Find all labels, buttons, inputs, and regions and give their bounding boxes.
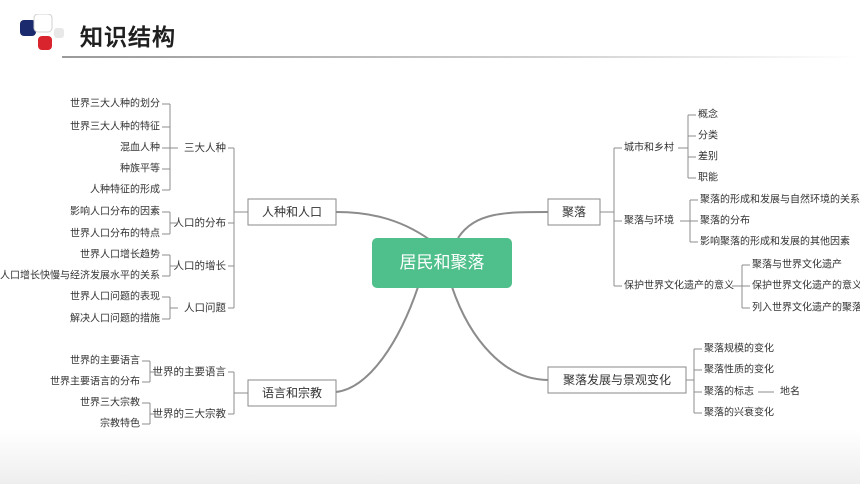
leaf-item: 聚落规模的变化 bbox=[704, 342, 774, 355]
leaf-item: 世界人口增长趋势 bbox=[80, 248, 160, 261]
leaf-item: 影响人口分布的因素 bbox=[70, 205, 160, 218]
main-node-right-1 bbox=[547, 366, 687, 394]
leaf-item: 世界三大人种的特征 bbox=[70, 120, 160, 133]
title-divider bbox=[62, 56, 860, 58]
leaf-item: 种族平等 bbox=[120, 162, 160, 175]
leaf-item: 聚落的标志 bbox=[704, 385, 754, 398]
leaf-item: 差别 bbox=[698, 150, 718, 163]
leaf-item: 列入世界文化遗产的聚落 bbox=[752, 301, 860, 314]
group-label: 人口问题 bbox=[184, 301, 226, 314]
leaf-item: 职能 bbox=[698, 171, 718, 184]
leaf-item: 聚落的分布 bbox=[700, 214, 750, 227]
group-label: 人口的分布 bbox=[174, 216, 227, 229]
center-node-label: 居民和聚落 bbox=[400, 253, 485, 273]
leaf-item: 世界主要语言的分布 bbox=[50, 375, 140, 388]
main-node-left-1 bbox=[247, 379, 337, 407]
group-label: 城市和乡村 bbox=[624, 141, 674, 154]
main-node-left-0-label: 人种和人口 bbox=[262, 205, 322, 219]
group-label: 聚落与环境 bbox=[624, 214, 674, 227]
main-node-left-0 bbox=[247, 198, 337, 226]
leaf-item-extra: 地名 bbox=[780, 385, 800, 398]
main-node-left-1-label: 语言和宗教 bbox=[262, 385, 322, 400]
leaf-item: 概念 bbox=[698, 108, 718, 121]
group-label: 世界的三大宗教 bbox=[153, 407, 227, 420]
leaf-item: 世界三大人种的划分 bbox=[70, 97, 160, 110]
leaf-item: 聚落性质的变化 bbox=[704, 363, 774, 376]
leaf-item: 保护世界文化遗产的意义 bbox=[752, 279, 860, 292]
branch-curve-landscape bbox=[451, 286, 549, 381]
group-label: 世界的主要语言 bbox=[153, 365, 227, 378]
leaf-item: 混血人种 bbox=[120, 141, 160, 154]
group-label: 人口的增长 bbox=[174, 259, 227, 272]
group-label: 保护世界文化遗产的意义 bbox=[624, 279, 734, 292]
branch-curve-settlement bbox=[457, 211, 549, 239]
leaf-item: 人种特征的形成 bbox=[90, 183, 160, 196]
leaf-item: 聚落与世界文化遗产 bbox=[752, 258, 842, 271]
leaf-item: 聚落的兴衰变化 bbox=[704, 406, 774, 419]
branch-curve-population bbox=[335, 211, 431, 241]
leaf-item: 分类 bbox=[698, 129, 718, 142]
leaf-item: 聚落的形成和发展与自然环境的关系 bbox=[700, 193, 860, 206]
leaf-item: 人口增长快慢与经济发展水平的关系 bbox=[0, 269, 160, 282]
header: 知识结构 bbox=[0, 0, 860, 72]
leaf-item: 世界人口问题的表现 bbox=[70, 290, 160, 303]
leaf-item: 世界的主要语言 bbox=[70, 354, 140, 367]
center-node bbox=[372, 238, 512, 288]
main-node-right-0-label: 聚落 bbox=[562, 205, 586, 219]
leaf-item: 解决人口问题的措施 bbox=[70, 312, 160, 325]
logo-icon bbox=[20, 14, 64, 50]
main-node-right-1-label: 聚落发展与景观变化 bbox=[563, 372, 671, 387]
group-label: 三大人种 bbox=[184, 141, 226, 154]
leaf-item: 影响聚落的形成和发展的其他因素 bbox=[700, 235, 850, 248]
bottom-gradient bbox=[0, 430, 860, 484]
branch-curve-language bbox=[335, 286, 419, 393]
page-title: 知识结构 bbox=[80, 25, 176, 51]
leaf-item: 世界人口分布的特点 bbox=[70, 227, 160, 240]
leaf-item: 世界三大宗教 bbox=[80, 396, 140, 409]
leaf-item: 宗教特色 bbox=[100, 417, 140, 430]
